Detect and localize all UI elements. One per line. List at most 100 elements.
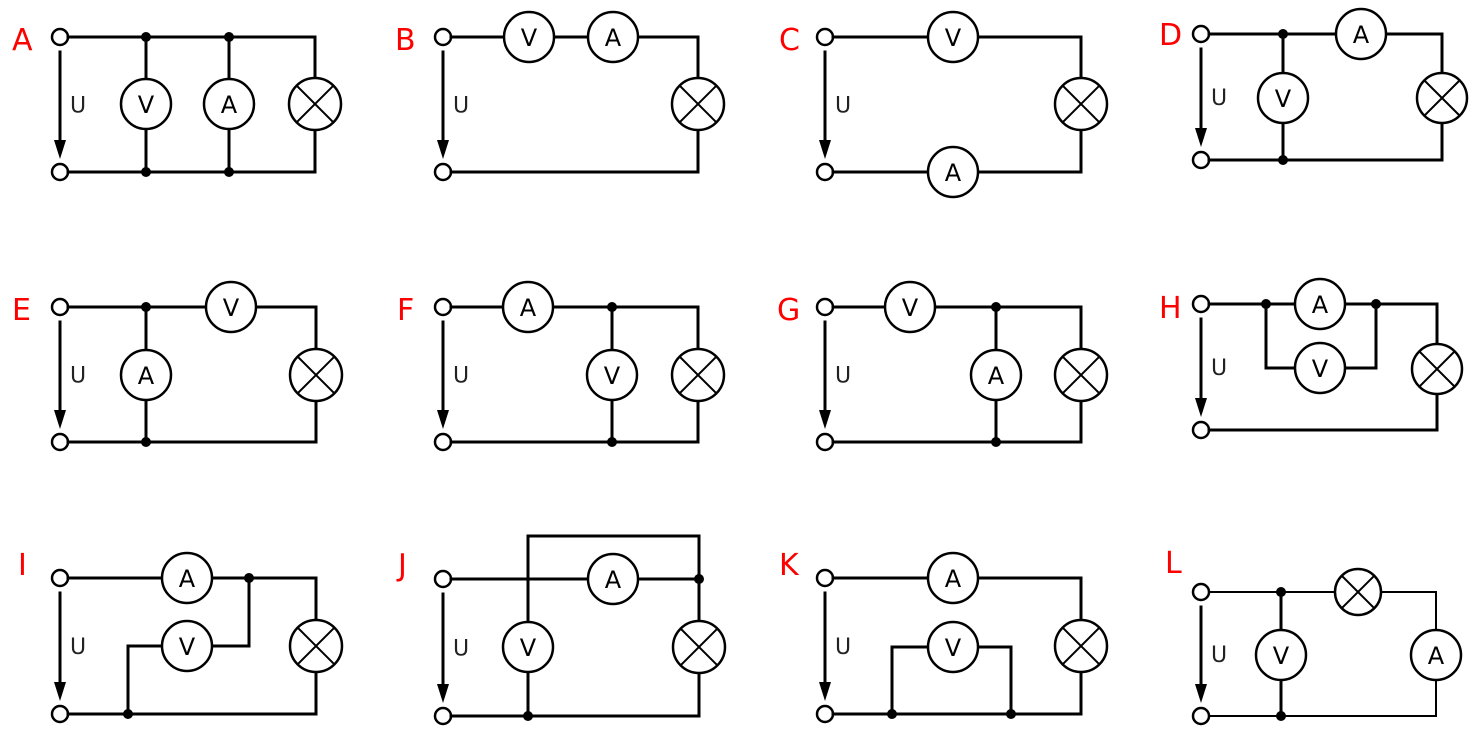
- wire: [1208, 679, 1437, 717]
- ammeter-circle: [501, 280, 555, 334]
- voltmeter-symbol: V: [945, 634, 962, 662]
- voltage-arrow-head-icon: [1195, 684, 1207, 703]
- junction-dot: [607, 302, 617, 312]
- lamp-cross-line: [1061, 355, 1101, 395]
- ammeter-symbol: A: [988, 362, 1005, 390]
- junction-dot: [991, 302, 1001, 312]
- wire: [449, 399, 700, 444]
- voltmeter-icon: V: [204, 280, 258, 334]
- voltage-arrow-head-icon: [1195, 398, 1207, 417]
- voltage-arrow-head-icon: [819, 410, 831, 429]
- voltmeter-icon: V: [883, 280, 937, 334]
- ammeter-circle: [969, 348, 1023, 402]
- junction-dot: [523, 711, 533, 721]
- voltmeter-circle: [926, 620, 980, 674]
- terminal: [815, 432, 835, 452]
- voltmeter-icon: V: [1254, 628, 1308, 682]
- voltmeter-circle: [1293, 341, 1347, 395]
- terminal: [1191, 24, 1211, 44]
- wire: [66, 35, 317, 80]
- terminal: [50, 27, 70, 47]
- junction-dot: [141, 32, 151, 42]
- lamp-cross-line: [1340, 574, 1376, 610]
- lamp-icon: [670, 76, 726, 132]
- terminal: [50, 568, 70, 588]
- terminal: [433, 432, 453, 452]
- wire: [1207, 392, 1439, 432]
- ammeter-icon: A: [926, 145, 980, 199]
- terminal: [50, 432, 70, 452]
- circuit-label: G: [777, 293, 800, 328]
- ammeter-circle: [160, 551, 214, 605]
- voltmeter-icon: V: [1293, 341, 1347, 395]
- circuit-label: I: [18, 548, 27, 583]
- wire: [1343, 302, 1378, 370]
- lamp-icon: [1053, 347, 1109, 403]
- voltage-label: U: [70, 364, 86, 389]
- terminal: [50, 297, 70, 317]
- lamp-icon: [1053, 618, 1109, 674]
- voltage-arrow-head-icon: [54, 682, 66, 701]
- voltage-arrow-head-icon: [437, 684, 449, 703]
- lamp-cross-line: [1417, 349, 1457, 389]
- wire: [976, 35, 1083, 80]
- wire: [526, 534, 701, 624]
- lamp-icon: [1053, 76, 1109, 132]
- lamp-cross-line: [1422, 78, 1462, 118]
- terminal: [815, 162, 835, 182]
- wire: [831, 399, 1083, 444]
- terminal: [1191, 706, 1211, 726]
- voltmeter-circle: [502, 10, 556, 64]
- wire: [1384, 32, 1444, 75]
- circuit-label: L: [1165, 546, 1182, 581]
- lamp-icon: [1333, 567, 1383, 617]
- circuit-label: B: [395, 23, 416, 58]
- ammeter-symbol: A: [605, 24, 622, 52]
- lamp-cross-line: [295, 84, 335, 124]
- junction-dot: [1276, 587, 1286, 597]
- ammeter-icon: A: [501, 280, 555, 334]
- circuit-label: K: [779, 548, 800, 583]
- lamp-icon: [670, 347, 726, 403]
- circuit-label: D: [1159, 18, 1182, 53]
- ammeter-symbol: A: [1428, 642, 1445, 670]
- voltage-arrow-head-icon: [819, 140, 831, 159]
- ammeter-circle: [202, 77, 256, 131]
- ammeter-circle: [1293, 277, 1347, 331]
- ammeter-icon: A: [1409, 628, 1463, 682]
- junction-dot: [141, 167, 151, 177]
- voltmeter-circle: [585, 348, 639, 402]
- ammeter-icon: A: [969, 348, 1023, 402]
- wire: [890, 645, 930, 716]
- ammeter-icon: A: [586, 10, 640, 64]
- voltmeter-symbol: V: [138, 91, 155, 119]
- voltage-label: U: [1211, 86, 1227, 111]
- terminal: [1191, 582, 1211, 602]
- wire: [1380, 591, 1437, 631]
- terminal: [50, 162, 70, 182]
- wire: [449, 128, 700, 174]
- wire: [449, 671, 701, 718]
- terminal: [50, 704, 70, 724]
- voltmeter-icon: V: [160, 619, 214, 673]
- ammeter-symbol: A: [945, 159, 962, 187]
- junction-dot: [1278, 29, 1288, 39]
- wire: [831, 670, 1083, 716]
- voltage-label: U: [453, 637, 469, 662]
- voltmeter-circle: [926, 10, 980, 64]
- terminal: [815, 704, 835, 724]
- wire: [933, 305, 1083, 351]
- wire: [66, 128, 317, 174]
- junction-dot: [607, 437, 617, 447]
- lamp-icon: [1415, 71, 1469, 125]
- ammeter-symbol: A: [179, 565, 196, 593]
- voltmeter-icon: V: [1256, 71, 1310, 125]
